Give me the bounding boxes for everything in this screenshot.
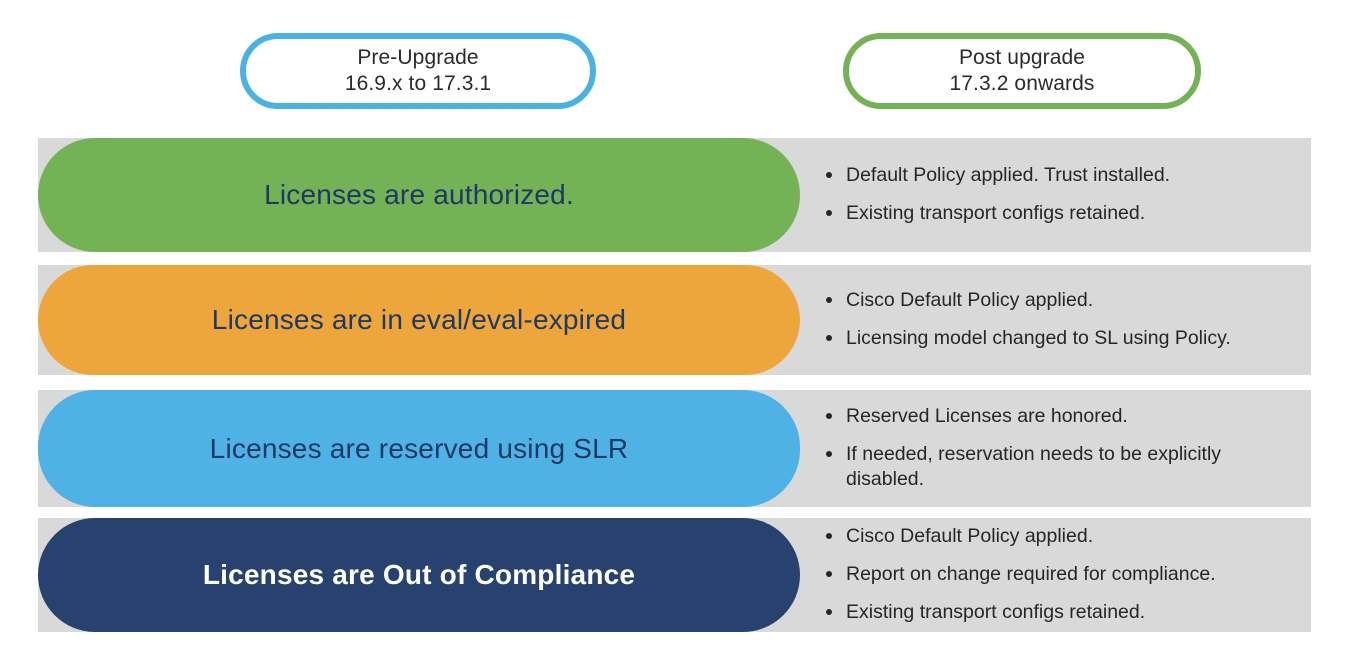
state-pill-label: Licenses are in eval/eval-expired [211,304,627,335]
bullet-icon [826,608,832,615]
note-text: Reserved Licenses are honored. [846,404,1128,427]
note-text: If needed, reservation needs to be expli… [846,442,1222,491]
row-notes: Default Policy applied. Trust installed.… [820,138,1290,252]
bullet-icon [826,533,832,540]
note-item: Default Policy applied. Trust installed. [820,163,1290,189]
header-pill-pre-upgrade-line2: 16.9.x to 17.3.1 [344,72,492,95]
note-text: Existing transport configs retained. [846,600,1146,623]
header-pill-pre-upgrade-line1: Pre-Upgrade [357,46,479,70]
comparison-row: Licenses are in eval/eval-expired Cisco … [0,265,1352,375]
header-pill-post-upgrade-line2: 17.3.2 onwards [949,72,1095,95]
header-pill-post-upgrade: Post upgrade 17.3.2 onwards [843,33,1201,109]
bullet-icon [826,210,832,216]
note-item: Cisco Default Policy applied. [820,288,1290,314]
row-notes: Cisco Default Policy applied. Report on … [820,518,1290,632]
state-pill-licenses-authorized: Licenses are authorized. [38,138,800,252]
note-item: Licensing model changed to SL using Poli… [820,326,1290,352]
state-pill-label: Licenses are Out of Compliance [202,559,636,590]
state-pill-licenses-out-of-compliance: Licenses are Out of Compliance [38,518,800,632]
state-pill-licenses-eval: Licenses are in eval/eval-expired [38,265,800,375]
note-item: If needed, reservation needs to be expli… [820,442,1290,494]
bullet-icon [826,571,832,578]
note-item: Existing transport configs retained. [820,201,1290,227]
note-text: Report on change required for compliance… [846,563,1216,586]
state-pill-label: Licenses are authorized. [264,179,574,210]
header-pill-post-upgrade-line1: Post upgrade [958,46,1086,70]
row-notes: Reserved Licenses are honored. If needed… [820,390,1290,507]
bullet-icon [826,412,832,419]
state-pill-label: Licenses are reserved using SLR [209,432,629,464]
note-item: Cisco Default Policy applied. [820,524,1290,550]
note-text: Licensing model changed to SL using Poli… [846,327,1231,349]
note-item: Existing transport configs retained. [820,600,1290,626]
header-row: Pre-Upgrade 16.9.x to 17.3.1 Post upgrad… [0,0,1352,130]
bullet-icon [826,450,832,457]
bullet-icon [826,335,832,341]
note-text: Default Policy applied. Trust installed. [846,164,1171,187]
note-text: Cisco Default Policy applied. [846,525,1094,548]
bullet-icon [826,297,832,304]
note-text: Cisco Default Policy applied. [846,289,1094,312]
note-item: Reserved Licenses are honored. [820,404,1290,430]
state-pill-licenses-reserved-slr: Licenses are reserved using SLR [38,390,800,507]
comparison-row: Licenses are authorized. Default Policy … [0,138,1352,252]
bullet-icon [826,172,832,179]
comparison-row: Licenses are reserved using SLR Reserved… [0,390,1352,507]
note-text: Existing transport configs retained. [846,202,1146,224]
note-item: Report on change required for compliance… [820,562,1290,588]
header-pill-pre-upgrade: Pre-Upgrade 16.9.x to 17.3.1 [240,33,596,109]
comparison-row: Licenses are Out of Compliance Cisco Def… [0,518,1352,632]
row-notes: Cisco Default Policy applied. Licensing … [820,265,1290,375]
